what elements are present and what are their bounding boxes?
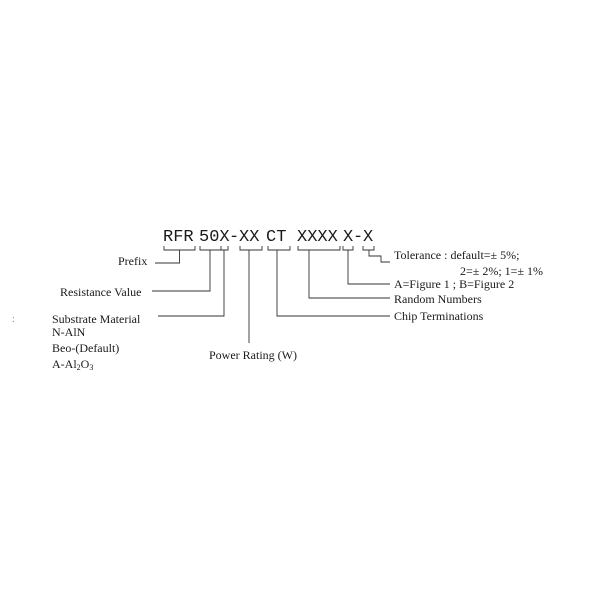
- leader-figure-option: [342, 246, 390, 285]
- label-chip-terminations: Chip Terminations: [394, 309, 484, 323]
- label-prefix: Prefix: [118, 254, 147, 268]
- labels: Prefix Resistance Value Substrate Materi…: [52, 248, 543, 372]
- code-tolerance: X: [363, 228, 373, 247]
- leader-tolerance: [362, 246, 390, 263]
- label-substrate-n: N-AlN: [52, 325, 86, 339]
- label-substrate-beo: Beo-(Default): [52, 341, 119, 355]
- code-random: XXXX: [297, 228, 338, 247]
- part-number-code: RFR 50X - XX CT XXXX X - X: [163, 228, 373, 247]
- code-resistance: 50X: [199, 228, 230, 247]
- leader-lines: [152, 246, 390, 343]
- code-terminations: CT: [266, 228, 286, 247]
- label-power-rating: Power Rating (W): [209, 348, 297, 362]
- leader-resistance-value: [152, 246, 229, 292]
- leader-prefix: [155, 246, 196, 264]
- code-power: XX: [239, 228, 259, 247]
- label-resistance-value: Resistance Value: [60, 285, 141, 299]
- code-dash-2: -: [353, 228, 363, 247]
- label-substrate-material: Substrate Material: [52, 312, 141, 326]
- label-substrate-a-prefix: A-Al: [52, 357, 77, 371]
- label-substrate-a-sub1: 2: [77, 363, 81, 372]
- leader-chip-terminations: [267, 246, 390, 317]
- stray-mark: :: [12, 314, 15, 325]
- code-prefix: RFR: [163, 228, 194, 247]
- code-dash-1: -: [229, 228, 239, 247]
- label-figure-option: A=Figure 1 ; B=Figure 2: [394, 277, 514, 291]
- label-tolerance-line-1: Tolerance : default=± 5%;: [394, 248, 519, 262]
- leader-random-numbers: [297, 246, 390, 299]
- label-substrate-a-mid: O: [81, 357, 90, 371]
- label-substrate-a: A-Al2O3: [52, 357, 93, 372]
- label-substrate-a-sub2: 3: [89, 363, 93, 372]
- code-figure: X: [343, 228, 353, 247]
- leader-power-rating: [239, 246, 263, 343]
- label-random-numbers: Random Numbers: [394, 292, 482, 306]
- label-tolerance-line-2: 2=± 2%; 1=± 1%: [460, 264, 543, 278]
- leader-substrate-material: [158, 246, 225, 317]
